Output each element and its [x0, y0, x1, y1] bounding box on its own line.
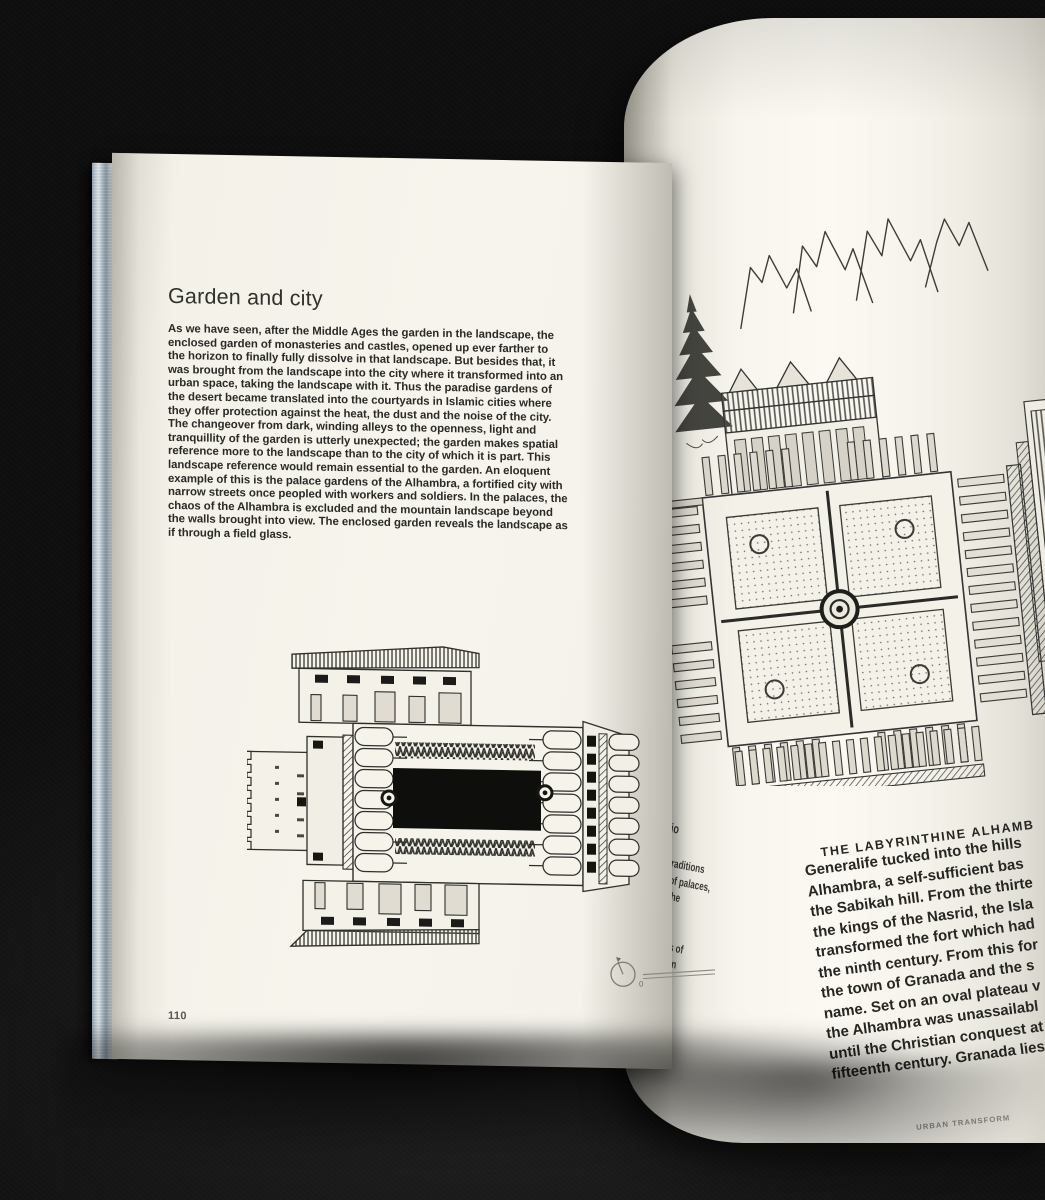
- left-page-text-block: Garden and city As we have seen, after t…: [168, 284, 568, 548]
- page-folio-number: 110: [168, 1009, 187, 1023]
- left-page: Garden and city As we have seen, after t…: [112, 152, 716, 1070]
- page-title: Garden and city: [168, 283, 323, 311]
- right-page-figure: N: [662, 186, 1045, 786]
- left-page-figure-plan: [247, 633, 647, 960]
- figure-scale-and-north: 0: [607, 950, 717, 994]
- scale-zero-label: 0: [639, 980, 644, 989]
- book-cast-shadow-right: [600, 1060, 1045, 1200]
- body-paragraph: As we have seen, after the Middle Ages t…: [168, 322, 568, 542]
- left-page-gutter-shading: [112, 152, 172, 1060]
